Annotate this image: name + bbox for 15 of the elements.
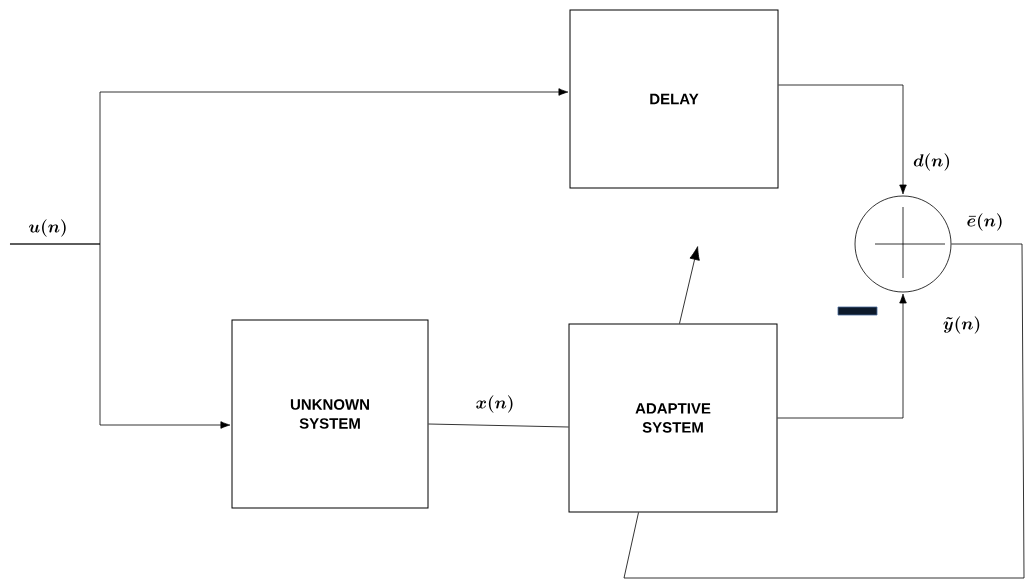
signal-label: $\tilde{y}(n)$ (941, 315, 983, 335)
signal-label: $x(n)$ (474, 394, 516, 414)
signal-label: $u(n)$ (28, 219, 66, 237)
block-box: UNKNOWN SYSTEM (231, 319, 429, 509)
arrow (778, 84, 907, 195)
summing-junction (854, 195, 952, 293)
arrow (9, 243, 231, 429)
signal-label: $\bar{e}(n)$ (965, 212, 1005, 232)
arrow (777, 293, 907, 419)
signal-label: $d(n)$ (912, 152, 952, 172)
connector-line (428, 423, 569, 428)
connector-line (623, 243, 1025, 579)
arrow (679, 246, 700, 324)
block-box: ADAPTIVE SYSTEM (568, 323, 778, 513)
block-box: DELAY (569, 9, 779, 189)
